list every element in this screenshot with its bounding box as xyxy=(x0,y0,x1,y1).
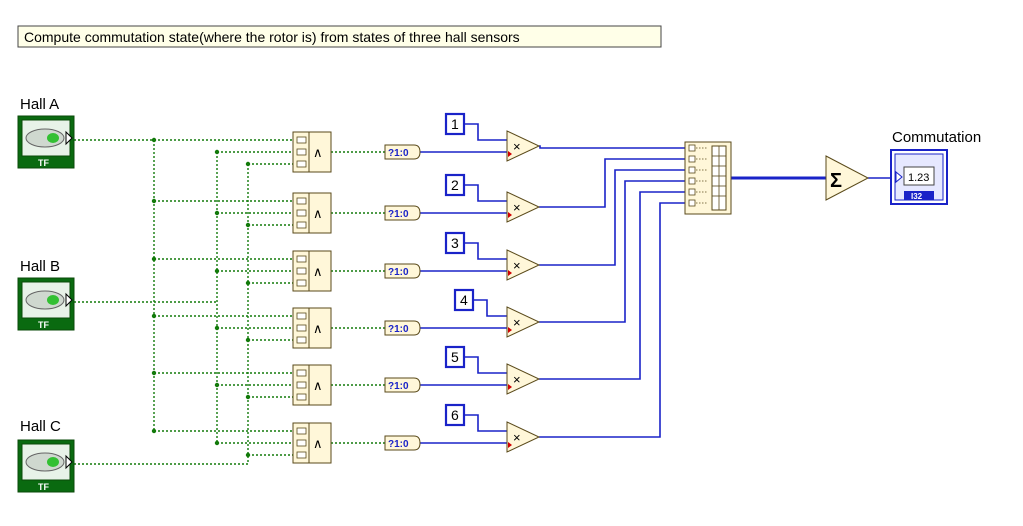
bool-to-number-label: ?1:0 xyxy=(388,439,409,450)
hall-c-type-badge: TF xyxy=(38,482,49,492)
constant-1[interactable]: 1 xyxy=(444,112,466,136)
constant-value: 5 xyxy=(451,349,459,365)
multiply-icon: × xyxy=(513,139,521,154)
hall-a-label: Hall A xyxy=(20,96,59,113)
bool-to-number-label: ?1:0 xyxy=(388,267,409,278)
logic-rows: ∧ ?1:0 1 × ∧ ?1:0 2 × ∧ ?1:0 3 × ∧ ?1:0 4 × ∧ ?1:0 5 × ∧ ?1:0… xyxy=(292,112,541,464)
constant-value: 4 xyxy=(460,292,468,308)
commutation-label: Commutation xyxy=(892,129,981,146)
and-gate-icon: ∧ xyxy=(313,321,323,336)
bool-to-number-2[interactable]: ?1:0 xyxy=(384,205,421,221)
sum-icon: Σ xyxy=(830,170,842,192)
bool-to-number-6[interactable]: ?1:0 xyxy=(384,435,421,451)
boolean-wires xyxy=(74,137,385,465)
bool-to-number-label: ?1:0 xyxy=(388,381,409,392)
and-gate-6[interactable]: ∧ xyxy=(292,422,332,464)
multiply-4[interactable]: × xyxy=(506,306,541,338)
multiply-1[interactable]: × xyxy=(506,130,541,162)
multiply-6[interactable]: × xyxy=(506,421,541,453)
bool-to-number-4[interactable]: ?1:0 xyxy=(384,320,421,336)
multiply-icon: × xyxy=(513,258,521,273)
and-gate-icon: ∧ xyxy=(313,436,323,451)
bool-to-number-label: ?1:0 xyxy=(388,148,409,159)
multiply-icon: × xyxy=(513,200,521,215)
build-array-node[interactable] xyxy=(684,141,732,215)
bool-to-number-label: ?1:0 xyxy=(388,209,409,220)
multiply-icon: × xyxy=(513,430,521,445)
constant-2[interactable]: 2 xyxy=(444,173,466,197)
hall-a-control[interactable]: Hall A TF xyxy=(17,96,75,169)
hall-b-control[interactable]: Hall B TF xyxy=(17,258,75,331)
constant-value: 2 xyxy=(451,177,459,193)
multiply-icon: × xyxy=(513,315,521,330)
constant-4[interactable]: 4 xyxy=(453,288,475,312)
commutation-indicator[interactable]: Commutation 1.23 I32 xyxy=(890,129,981,205)
constant-5[interactable]: 5 xyxy=(444,345,466,369)
multiply-icon: × xyxy=(513,372,521,387)
and-gate-icon: ∧ xyxy=(313,264,323,279)
hall-b-type-badge: TF xyxy=(38,320,49,330)
comment-box[interactable]: Compute commutation state(where the roto… xyxy=(17,25,662,48)
and-gate-icon: ∧ xyxy=(313,378,323,393)
commutation-type-badge: I32 xyxy=(911,192,923,201)
hall-b-label: Hall B xyxy=(20,258,60,275)
constant-6[interactable]: 6 xyxy=(444,403,466,427)
bool-to-number-1[interactable]: ?1:0 xyxy=(384,144,421,160)
and-gate-icon: ∧ xyxy=(313,145,323,160)
comment-text: Compute commutation state(where the roto… xyxy=(24,29,520,45)
sum-array-node[interactable]: Σ xyxy=(825,155,870,201)
constant-value: 3 xyxy=(451,235,459,251)
and-gate-icon: ∧ xyxy=(313,206,323,221)
and-gate-5[interactable]: ∧ xyxy=(292,364,332,406)
constant-value: 6 xyxy=(451,407,459,423)
hall-a-type-badge: TF xyxy=(38,158,49,168)
hall-c-control[interactable]: Hall C TF xyxy=(17,418,75,493)
hall-c-label: Hall C xyxy=(20,418,61,435)
and-gate-1[interactable]: ∧ xyxy=(292,131,332,173)
multiply-5[interactable]: × xyxy=(506,363,541,395)
and-gate-4[interactable]: ∧ xyxy=(292,307,332,349)
and-gate-2[interactable]: ∧ xyxy=(292,192,332,234)
constant-value: 1 xyxy=(451,116,459,132)
bool-to-number-5[interactable]: ?1:0 xyxy=(384,377,421,393)
constant-3[interactable]: 3 xyxy=(444,231,466,255)
numeric-wires xyxy=(420,123,896,444)
bool-to-number-label: ?1:0 xyxy=(388,324,409,335)
commutation-value: 1.23 xyxy=(908,172,929,184)
and-gate-3[interactable]: ∧ xyxy=(292,250,332,292)
multiply-3[interactable]: × xyxy=(506,249,541,281)
multiply-2[interactable]: × xyxy=(506,191,541,223)
bool-to-number-3[interactable]: ?1:0 xyxy=(384,263,421,279)
